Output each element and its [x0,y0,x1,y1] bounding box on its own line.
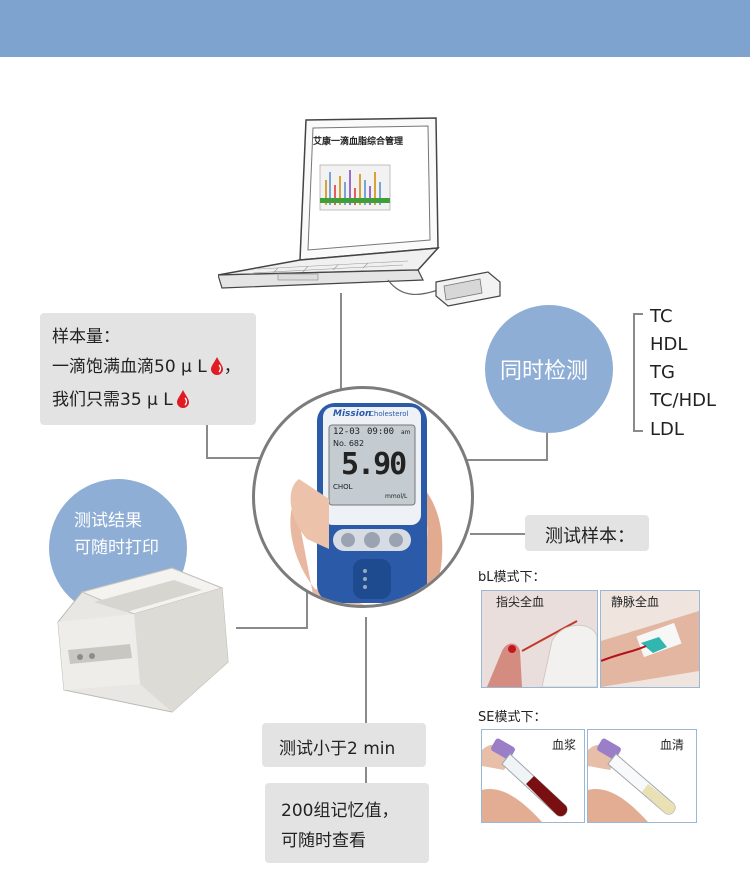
meter-product: Cholesterol [369,410,409,418]
bracket-tick-2 [633,430,643,432]
se-mode-label: SE模式下： [478,710,547,725]
test-item-tc-hdl: TC/HDL [650,390,716,411]
serum-tube-image [588,738,676,822]
laptop-screen-title: 艾康一滴血脂综合管理 [313,135,403,147]
sample-volume-line1-tail: ， [223,357,241,377]
meter-date: 12-03 [333,427,361,437]
meter-unit: mmol/L [385,493,408,500]
sample-volume-line2-text: 我们只需35 μ L [52,390,173,410]
laptop-illustration: 艾康一滴血脂综合管理 [218,117,501,307]
bl-mode-label: bL模式下： [478,570,546,585]
test-item-tc: TC [650,306,673,327]
connector-laptop [340,293,342,389]
venous-image [601,591,699,687]
meter-am: am [401,429,411,436]
top-banner [0,0,750,57]
plasma-photo: 血浆 [481,729,585,823]
blood-drop-icon [176,390,189,408]
simultaneous-detection-label: 同时检测 [500,359,589,384]
print-line2: 可随时打印 [74,538,159,558]
plasma-tube-image [482,738,568,822]
connector-samples [470,533,525,535]
meter-brand: Mission [333,409,372,419]
device-circle: Mission Cholesterol 12-03 09:00 am No. 6… [252,386,474,608]
connector-bottom [365,617,367,725]
connector-bubble-h [460,459,548,461]
meter-time: 09:00 [367,427,395,437]
connector-bottom-2 [365,765,367,783]
venous-label: 静脉全血 [611,595,660,609]
printer-illustration [57,567,229,713]
test-samples-heading-box [525,515,649,551]
memory-box [265,783,429,863]
meter-record: No. 682 [333,439,365,448]
venous-blood-photo: 静脉全血 [600,590,700,688]
list-bracket [633,313,635,431]
plasma-label: 血浆 [552,738,577,752]
fingertip-image [482,591,597,687]
simultaneous-detection-bubble [485,305,613,433]
print-line1: 测试结果 [74,511,142,531]
meter-photo [290,403,443,605]
meter-test: CHOL [333,483,353,491]
connector-sample-h [206,457,276,459]
test-item-hdl: HDL [650,334,688,355]
meter-reading: 5.90 [341,447,407,482]
test-samples-heading: 测试样本： [545,526,635,547]
serum-label: 血清 [660,738,685,752]
sample-volume-line1: 一滴饱满血滴50 μ L ， [52,352,241,377]
bracket-tick-1 [633,313,643,315]
sample-volume-line2: 我们只需35 μ L [52,385,190,410]
fingertip-blood-photo: 指尖全血 [481,590,598,688]
sample-volume-heading: 样本量： [52,327,120,347]
test-time-label: 测试小于2 min [279,739,396,759]
connector-bubble-v [546,422,548,460]
fingertip-label: 指尖全血 [496,595,545,609]
serum-photo: 血清 [587,729,697,823]
connector-printer-v [306,590,308,628]
connector-printer-h [236,627,308,629]
connector-sample-v [206,425,208,458]
test-item-ldl: LDL [650,419,684,440]
blood-drop-icon [210,357,223,375]
memory-line2: 可随时查看 [281,831,366,851]
memory-line1: 200组记忆值， [281,801,399,821]
test-time-box [262,723,426,767]
test-item-tg: TG [650,362,675,383]
sample-volume-line1-text: 一滴饱满血滴50 μ L [52,357,207,377]
